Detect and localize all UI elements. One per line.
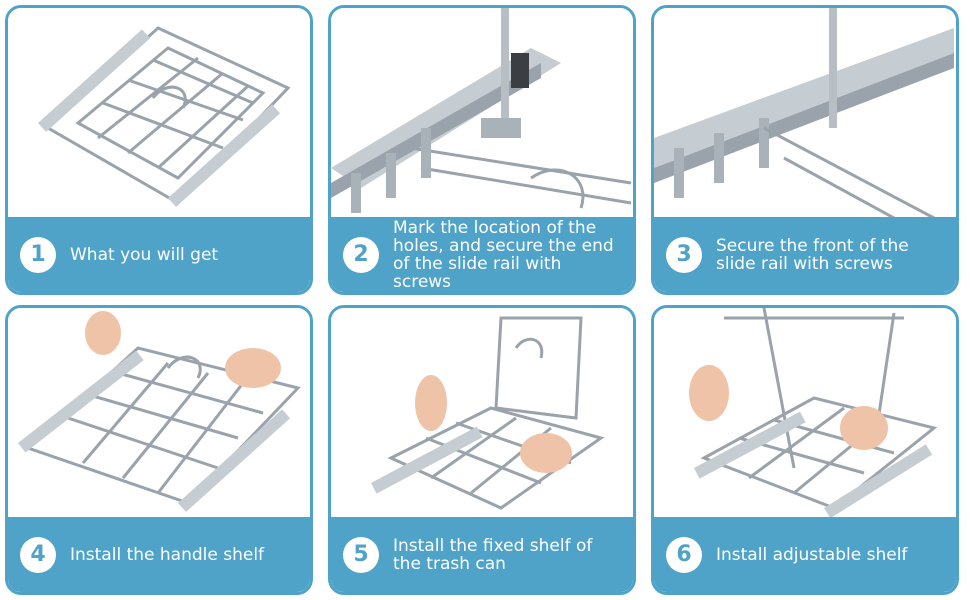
step-text: Install adjustable shelf	[716, 544, 908, 565]
step-1-photo	[8, 8, 310, 218]
step-3-photo	[654, 8, 956, 218]
step-number-badge: 6	[666, 536, 702, 573]
step-4-caption: 4 Install the handle shelf	[8, 517, 310, 592]
step-text: What you will get	[70, 244, 219, 265]
step-panel-2: 2 Mark the location of the holes, and se…	[328, 5, 636, 295]
step-6-photo	[654, 308, 956, 518]
step-text: Mark the location of the holes, and secu…	[393, 217, 614, 292]
step-5-photo	[331, 308, 633, 518]
step-5-caption: 5 Install the fixed shelf of the trash c…	[331, 517, 633, 592]
step-panel-4: 4 Install the handle shelf	[5, 305, 313, 595]
step-number-badge: 1	[20, 236, 56, 273]
step-2-photo	[331, 8, 633, 218]
step-number-badge: 2	[343, 236, 379, 273]
step-panel-5: 5 Install the fixed shelf of the trash c…	[328, 305, 636, 595]
step-panel-1: 1 What you will get	[5, 5, 313, 295]
step-panel-6: 6 Install adjustable shelf	[651, 305, 959, 595]
step-text: Install the handle shelf	[70, 544, 265, 565]
step-number-badge: 5	[343, 536, 379, 573]
step-number-badge: 4	[20, 536, 56, 573]
step-3-caption: 3 Secure the front of the slide rail wit…	[654, 217, 956, 292]
step-text: Secure the front of the slide rail with …	[716, 235, 909, 274]
step-2-caption: 2 Mark the location of the holes, and se…	[331, 217, 633, 292]
step-4-photo	[8, 308, 310, 518]
step-text: Install the fixed shelf of the trash can	[393, 535, 593, 574]
step-panel-3: 3 Secure the front of the slide rail wit…	[651, 5, 959, 295]
step-1-caption: 1 What you will get	[8, 217, 310, 292]
step-6-caption: 6 Install adjustable shelf	[654, 517, 956, 592]
step-number-badge: 3	[666, 236, 702, 273]
